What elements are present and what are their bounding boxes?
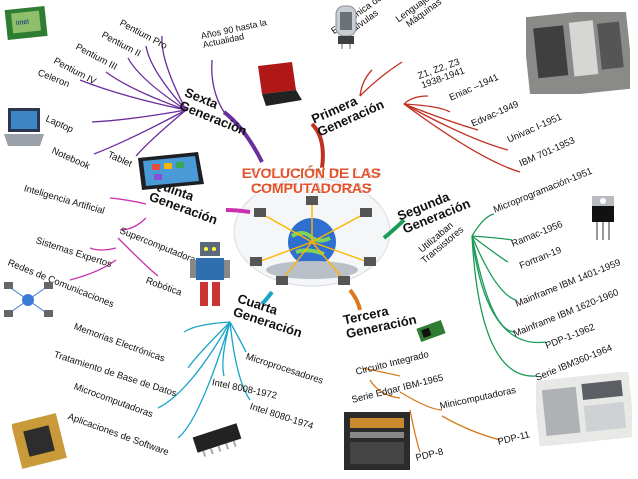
early-computer-photo xyxy=(526,12,630,94)
red-laptop-icon xyxy=(258,62,302,106)
svg-text:intel: intel xyxy=(16,19,30,27)
tercera-lines xyxy=(348,288,501,453)
center-title-line2: COMPUTADORAS xyxy=(250,180,372,197)
minicomputer-photo xyxy=(344,412,410,470)
processor-icon xyxy=(12,413,67,469)
quinta-lines xyxy=(69,197,251,281)
network-icon xyxy=(4,282,53,317)
transistor-icon xyxy=(592,196,614,240)
cuarta-lines xyxy=(157,290,274,439)
cpu-chip-icon: intel xyxy=(4,5,48,41)
segunda-lines xyxy=(382,213,547,377)
primera-lines xyxy=(310,61,521,173)
tablet-icon xyxy=(138,152,204,190)
vacuum-tube-icon xyxy=(335,5,357,49)
dip-chip-icon xyxy=(192,423,242,457)
center-title: EVOLUCIÓN DE LAS COMPUTADORAS xyxy=(236,165,386,197)
laptop-icon xyxy=(4,108,44,146)
globe-network-icon xyxy=(233,177,391,287)
sexta-lines xyxy=(79,35,264,163)
robot-icon xyxy=(190,242,230,306)
center-title-line1: EVOLUCIÓN DE LAS xyxy=(241,165,381,181)
mainframe-photo xyxy=(536,372,632,446)
integrated-circuit-icon xyxy=(416,319,446,343)
